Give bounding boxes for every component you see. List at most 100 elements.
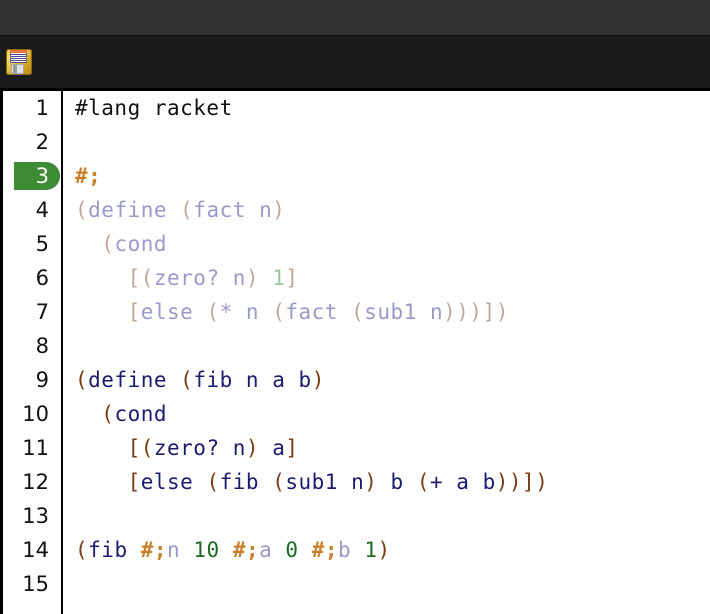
code-line[interactable]: 12 [else (fib (sub1 n) b (+ a b))]) [3, 465, 710, 499]
code-line[interactable]: 10 (cond [3, 397, 710, 431]
code-line-text[interactable]: (cond [75, 397, 167, 431]
code-token: zero? [153, 266, 220, 290]
code-token: ( [193, 470, 220, 494]
code-token: cond [114, 232, 168, 256]
floppy-disk-label-header [10, 50, 27, 53]
code-token: n [351, 470, 365, 494]
line-number-label: 2 [35, 130, 49, 154]
line-number-label: 10 [22, 402, 49, 426]
line-number-label: 12 [22, 470, 49, 494]
code-line[interactable]: 7 [else (* n (fact (sub1 n)))]) [3, 295, 710, 329]
code-token: ( [101, 402, 115, 426]
code-token: 10 [193, 538, 220, 562]
code-token: zero? [153, 436, 220, 460]
line-number: 1 [3, 91, 55, 125]
code-token: 1 [364, 538, 378, 562]
code-line[interactable]: 2 [3, 125, 710, 159]
floppy-disk-label [10, 50, 27, 63]
code-token: ))]) [495, 470, 549, 494]
code-token [272, 538, 285, 562]
code-line-text[interactable]: [(zero? n) 1] [75, 261, 299, 295]
line-number: 15 [3, 567, 55, 601]
code-token: #; [311, 538, 339, 562]
code-token: a [272, 436, 286, 460]
code-line[interactable]: 8 [3, 329, 710, 363]
code-line-text[interactable] [75, 567, 88, 601]
code-token: n [259, 198, 273, 222]
code-token: sub1 [285, 470, 338, 494]
line-number: 5 [3, 227, 55, 261]
line-number-label: 13 [22, 504, 49, 528]
code-line-text[interactable] [75, 499, 88, 533]
code-line-text[interactable]: (fib #;n 10 #;a 0 #;b 1) [75, 533, 391, 567]
line-number-label: 1 [35, 96, 49, 120]
code-line-text[interactable]: [(zero? n) a] [75, 431, 299, 465]
line-number-label: 11 [22, 436, 49, 460]
line-number: 11 [3, 431, 55, 465]
code-token: #lang racket [75, 96, 233, 120]
line-number: 10 [3, 397, 55, 431]
code-line[interactable]: 13 [3, 499, 710, 533]
code-line[interactable]: 9 (define (fib n a b) [3, 363, 710, 397]
code-line[interactable]: 6 [(zero? n) 1] [3, 261, 710, 295]
code-line-text[interactable]: (cond [75, 227, 167, 261]
code-token: #; [140, 538, 168, 562]
code-token [233, 368, 246, 392]
code-token: #; [232, 538, 260, 562]
code-line[interactable]: 4(define (fact n) [3, 193, 710, 227]
code-token: else [140, 300, 194, 324]
line-number: 12 [3, 465, 55, 499]
current-line-highlight [14, 162, 60, 190]
code-line-text[interactable]: [else (fib (sub1 n) b (+ a b))]) [75, 465, 548, 499]
code-token: cond [114, 402, 168, 426]
code-token: ) [311, 368, 325, 392]
code-line[interactable]: 11 [(zero? n) a] [3, 431, 710, 465]
window-titlebar [0, 0, 710, 35]
code-line[interactable]: 15 [3, 567, 710, 601]
code-token: fib [88, 538, 128, 562]
code-line[interactable]: 5 (cond [3, 227, 710, 261]
code-token: 0 [285, 538, 299, 562]
code-line-text[interactable]: (define (fib n a b) [75, 363, 325, 397]
line-number-current: 3 [3, 159, 60, 193]
floppy-disk-save-icon[interactable] [4, 47, 34, 77]
code-line-text[interactable]: (define (fact n) [75, 193, 285, 227]
code-line[interactable]: 14(fib #;n 10 #;a 0 #;b 1) [3, 533, 710, 567]
code-token: fact [193, 198, 246, 222]
code-token: sub1 [364, 300, 417, 324]
code-line[interactable]: 1 #lang racket [3, 91, 710, 125]
code-token: ) [364, 470, 391, 494]
code-token [75, 266, 128, 290]
code-token: b [390, 470, 404, 494]
code-token [220, 436, 233, 460]
code-token [233, 300, 246, 324]
code-token [351, 538, 364, 562]
code-token: fib [193, 368, 233, 392]
line-number-label: 9 [35, 368, 49, 392]
code-token: define [88, 368, 168, 392]
code-token [128, 538, 141, 562]
code-token [443, 470, 456, 494]
code-token: fib [219, 470, 260, 494]
code-token: [( [127, 266, 154, 290]
gutter-divider [61, 91, 63, 614]
code-line-text[interactable]: #lang racket [75, 91, 233, 125]
code-token: n [232, 266, 246, 290]
code-token [180, 538, 193, 562]
code-token: b [338, 538, 352, 562]
code-token: n [167, 538, 181, 562]
code-token: ( [259, 300, 286, 324]
code-token [167, 198, 180, 222]
code-line-text[interactable] [75, 125, 88, 159]
code-line[interactable]: 3 #; [3, 159, 710, 193]
code-token: [ [127, 470, 141, 494]
code-line-text[interactable]: [else (* n (fact (sub1 n)))]) [75, 295, 509, 329]
code-line-text[interactable] [75, 329, 88, 363]
code-line-text[interactable]: #; [75, 159, 101, 193]
code-token: [( [127, 436, 154, 460]
code-token [220, 538, 233, 562]
code-token: b [482, 470, 496, 494]
